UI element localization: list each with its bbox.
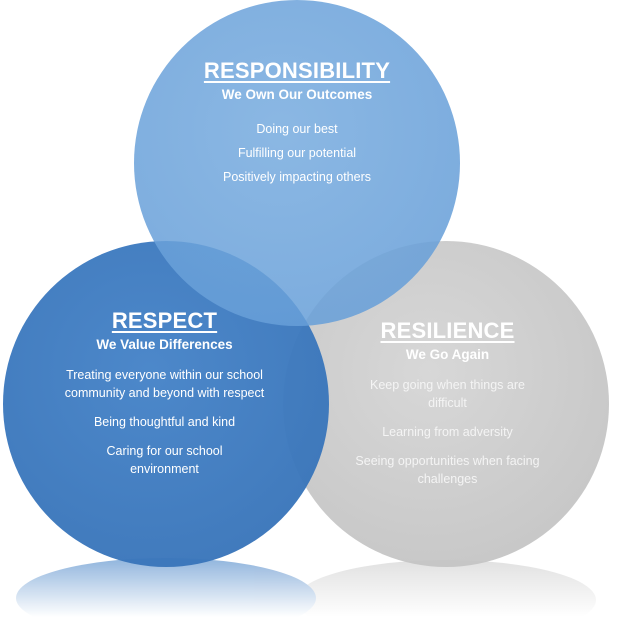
- resilience-item: Learning from adversity: [382, 425, 513, 439]
- responsibility-text: RESPONSIBILITY We Own Our Outcomes Doing…: [172, 58, 422, 192]
- responsibility-title: RESPONSIBILITY: [203, 58, 391, 83]
- resilience-title: RESILIENCE: [380, 318, 515, 343]
- reflection-fade: [0, 560, 643, 617]
- responsibility-item: Fulfilling our potential: [237, 146, 357, 160]
- respect-text: RESPECT We Value Differences Treating ev…: [62, 308, 267, 489]
- resilience-item: Seeing opportunities when facing challen…: [355, 454, 540, 486]
- respect-title: RESPECT: [111, 308, 218, 333]
- respect-item: Caring for our school environment: [106, 444, 223, 476]
- respect-item: Treating everyone within our school comm…: [64, 368, 265, 400]
- responsibility-item: Doing our best: [256, 122, 338, 136]
- respect-circle: [3, 241, 329, 567]
- responsibility-item: Positively impacting others: [223, 170, 371, 184]
- resilience-subtitle: We Go Again: [405, 347, 490, 362]
- resilience-text: RESILIENCE We Go Again Keep going when t…: [355, 318, 540, 499]
- responsibility-circle: [134, 0, 460, 326]
- resilience-circle: [283, 241, 609, 567]
- respect-subtitle: We Value Differences: [96, 337, 233, 352]
- resilience-item: Keep going when things are difficult: [370, 378, 525, 410]
- responsibility-subtitle: We Own Our Outcomes: [221, 87, 373, 102]
- respect-item: Being thoughtful and kind: [93, 415, 236, 429]
